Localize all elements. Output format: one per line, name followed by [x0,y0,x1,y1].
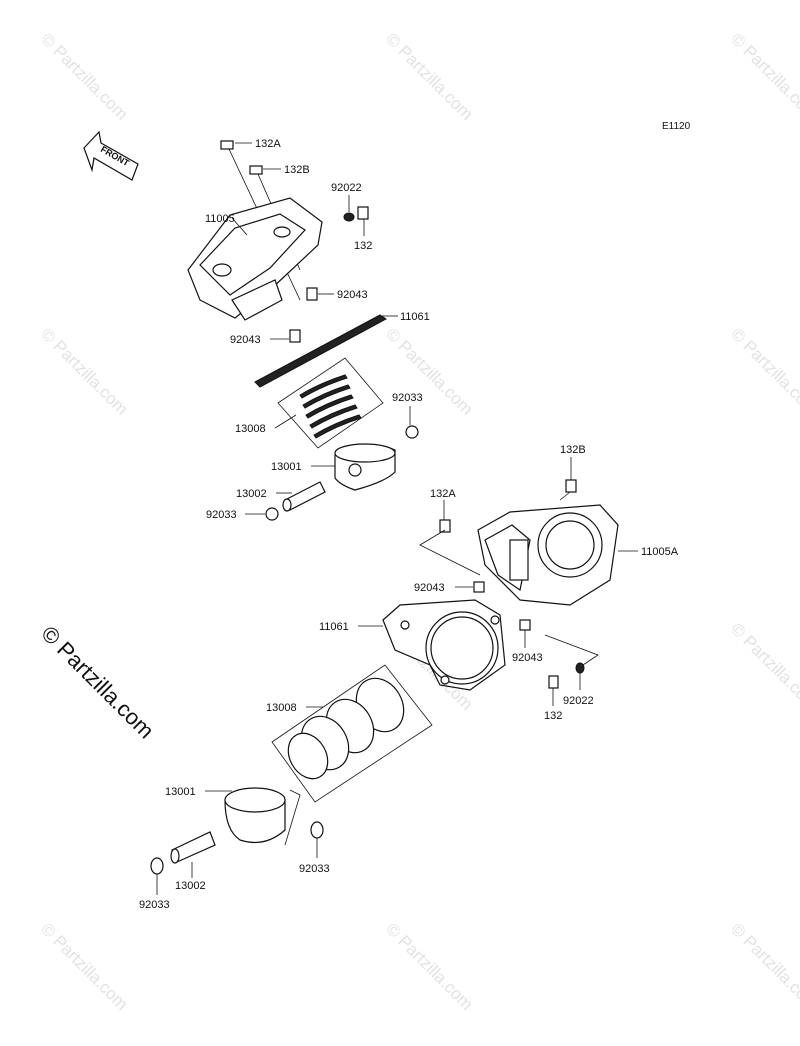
label-13001-top: 13001 [271,461,302,473]
washer-92022-bottom [575,662,585,674]
pin-13002-top [282,481,326,512]
label-132a-bottom: 132A [430,488,456,500]
leader-line [544,634,599,668]
label-92043-bottom-right: 92043 [512,652,543,664]
label-11005-top: 11005 [205,213,235,225]
watermark-text: © Partzilla.com [727,29,800,123]
label-132a-top: 132A [255,138,281,150]
dowel-92043-bottom-right [519,619,531,631]
reference-code: E1120 [662,121,691,132]
leader-line [231,217,248,236]
piston-13001-bottom [224,787,286,843]
cylinder-11005-top [187,197,323,321]
label-13002-bottom: 13002 [175,880,206,892]
ring-set-13008-top [277,357,384,449]
label-13008-top: 13008 [235,423,266,435]
piston-13001-top [334,443,396,491]
gasket-11061-bottom [382,599,506,691]
label-13008-bottom: 13008 [266,702,297,714]
ring-set-13008-bottom [271,664,433,803]
label-92022-top: 92022 [331,182,362,194]
label-92043-top-right: 92043 [337,289,368,301]
leader-line [284,789,301,846]
clip-92033-top-left [265,507,279,521]
label-132b-top: 132B [284,164,310,176]
pin-13002-bottom [170,831,216,864]
label-11061-top: 11061 [400,311,430,323]
clip-92033-top-right [405,425,419,439]
label-92033-top-left: 92033 [206,509,237,521]
label-92033-bottom-right: 92033 [299,863,330,875]
label-132b-bottom: 132B [560,444,586,456]
label-132-bottom: 132 [544,710,562,722]
label-11061-bottom: 11061 [319,621,349,633]
label-132-top: 132 [354,240,372,252]
watermark-text: © Partzilla.com [382,324,476,418]
clip-92033-bottom-left [150,857,164,875]
dowel-92043-top-right [306,287,318,301]
label-92043-top-left: 92043 [230,334,261,346]
washer-92022-top [343,212,355,222]
watermark-text: © Partzilla.com [37,919,131,1013]
dowel-92043-top-left [289,329,301,343]
watermark-text: © Partzilla.com [382,29,476,123]
label-92022-bottom: 92022 [563,695,594,707]
watermark-text: © Partzilla.com [727,619,800,713]
leader-line [419,529,481,576]
label-92033-bottom-left: 92033 [139,899,170,911]
watermark-text: © Partzilla.com [37,29,131,123]
watermark-text: © Partzilla.com [727,919,800,1013]
label-11005a-bottom: 11005A [641,546,679,558]
watermark-text: © Partzilla.com [382,919,476,1013]
bolt-132a-bottom [439,519,451,533]
watermark-large-text: © Partzilla.com [36,621,159,744]
watermark-text: © Partzilla.com [37,324,131,418]
leader-line [274,414,297,429]
bolt-132-bottom [548,675,559,689]
label-92043-bottom-left: 92043 [414,582,445,594]
leader-line [559,491,571,501]
clip-92033-bottom-right [310,821,324,839]
dowel-92043-bottom-left [473,581,485,593]
cylinder-11005a-bottom [477,504,619,606]
front-arrow-icon: FRONT [83,130,139,181]
bolt-132b-bottom [565,479,577,493]
label-13002-top: 13002 [236,488,267,500]
gasket-11061-top [254,314,387,388]
bolt-132-top [357,206,369,220]
label-92033-top-right: 92033 [392,392,423,404]
label-13001-bottom: 13001 [165,786,196,798]
watermark-text: © Partzilla.com [727,324,800,418]
